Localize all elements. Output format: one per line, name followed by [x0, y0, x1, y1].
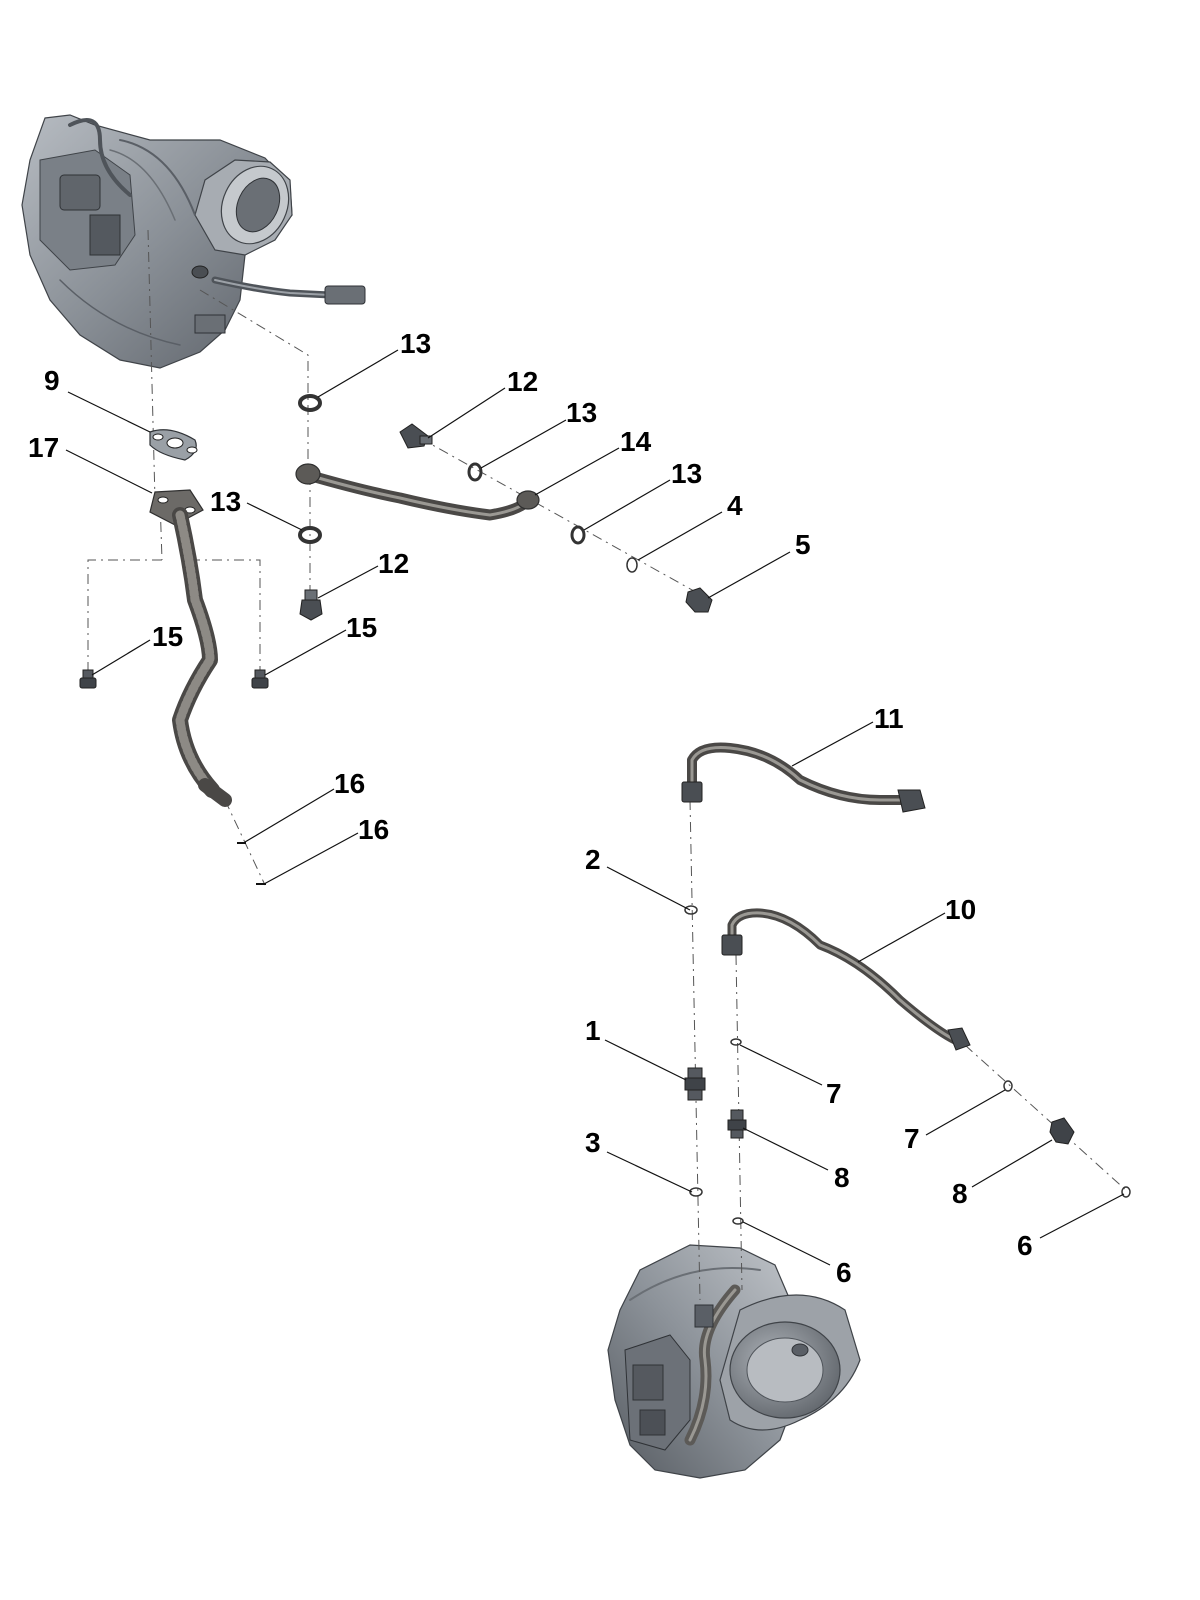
- callout-15-left: 15: [152, 621, 184, 652]
- union-fitting-8-a: [727, 1109, 747, 1139]
- callout-9: 9: [44, 365, 60, 396]
- callout-12-bottom: 12: [378, 548, 410, 579]
- gasket-9: [149, 429, 198, 461]
- callout-15-right: 15: [346, 612, 378, 643]
- o-ring-4: [626, 557, 638, 573]
- o-ring-7-b: [1003, 1080, 1013, 1092]
- washer-13-c: [570, 525, 586, 545]
- bolt-15-right: [251, 669, 269, 689]
- callout-5: 5: [795, 529, 811, 560]
- callout-14: 14: [620, 426, 652, 457]
- oil-return-pipe-17: [149, 489, 232, 807]
- callout-4: 4: [727, 490, 743, 521]
- o-ring-7-a: [730, 1038, 742, 1046]
- washer-13-b: [467, 462, 483, 482]
- coolant-pipe-10: [721, 908, 971, 1051]
- callout-12-top: 12: [507, 366, 539, 397]
- leader-lines: [65, 349, 1125, 1266]
- callout-16-top: 16: [334, 768, 366, 799]
- callout-13-right: 13: [671, 458, 703, 489]
- callout-11: 11: [874, 703, 904, 734]
- o-ring-2: [684, 905, 698, 915]
- callout-7-left: 7: [826, 1078, 842, 1109]
- union-fitting-8-b: [1049, 1117, 1075, 1145]
- callout-13-top: 13: [400, 328, 432, 359]
- callout-10: 10: [945, 894, 977, 925]
- o-ring-6-a: [732, 1217, 744, 1225]
- callout-6-left: 6: [836, 1257, 852, 1288]
- assembly-lines: [87, 229, 1129, 1301]
- turbocharger-bottom: [607, 1244, 861, 1479]
- callout-8-right: 8: [952, 1178, 968, 1209]
- callout-16-bottom: 16: [358, 814, 390, 845]
- callout-2: 2: [585, 844, 601, 875]
- callout-17: 17: [28, 432, 60, 463]
- union-fitting-1: [684, 1067, 706, 1101]
- callout-8-left: 8: [834, 1162, 850, 1193]
- washer-13-d: [298, 526, 322, 544]
- o-ring-3: [689, 1187, 703, 1197]
- banjo-bolt-12-b: [299, 589, 323, 621]
- callout-6-right: 6: [1017, 1230, 1033, 1261]
- o-ring-6-b: [1121, 1186, 1131, 1198]
- callout-7-right: 7: [904, 1123, 920, 1154]
- bolt-15-left: [79, 669, 97, 689]
- callout-13-mid: 13: [566, 397, 598, 428]
- coolant-pipe-11: [681, 742, 926, 813]
- callout-1: 1: [585, 1015, 601, 1046]
- callout-13-left: 13: [210, 486, 242, 517]
- banjo-bolt-12-a: [399, 423, 433, 449]
- oil-feed-pipe-14: [295, 463, 540, 521]
- union-fitting-5: [685, 587, 713, 613]
- turbocharger-top: [21, 114, 366, 369]
- washer-13-a: [298, 394, 322, 412]
- callout-3: 3: [585, 1127, 601, 1158]
